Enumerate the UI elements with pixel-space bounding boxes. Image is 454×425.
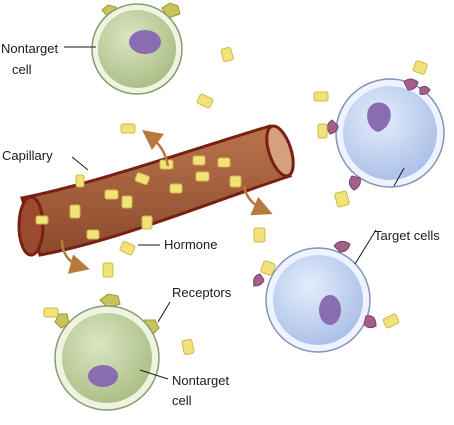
label-target-cells: Target cells bbox=[374, 228, 440, 243]
cell-cytoplasm bbox=[343, 86, 437, 180]
hormone-icon bbox=[120, 123, 136, 134]
hormone-icon bbox=[334, 190, 350, 208]
hormone-icon bbox=[102, 262, 114, 278]
hormone-icon bbox=[104, 189, 119, 200]
label-nontarget-bottom-cell: cell bbox=[172, 393, 192, 408]
label-capillary: Capillary bbox=[2, 148, 53, 163]
receptor-icon bbox=[253, 273, 265, 287]
leader-lines bbox=[64, 46, 405, 380]
hormone-icon bbox=[181, 338, 195, 356]
hormone-icon bbox=[229, 175, 242, 188]
hormone-icon bbox=[43, 307, 59, 318]
arrow-right-icon bbox=[242, 185, 273, 216]
hormones-in-capillary bbox=[35, 155, 242, 240]
hormone-icon bbox=[260, 260, 276, 276]
nontarget-cell-bottom bbox=[54, 293, 160, 411]
label-receptors: Receptors bbox=[172, 285, 232, 300]
hormone-icon bbox=[134, 172, 150, 186]
hormone-icon bbox=[253, 227, 266, 243]
target-receptors bbox=[253, 240, 377, 329]
nontarget-receptors bbox=[54, 293, 160, 335]
cell-nucleus bbox=[367, 102, 391, 132]
cell-nucleus bbox=[319, 295, 341, 325]
nontarget-cell-top bbox=[91, 2, 183, 95]
hormone-icon bbox=[35, 215, 49, 225]
hormone-icon bbox=[86, 229, 100, 240]
hormone-icon bbox=[382, 313, 400, 329]
capillary-lumen bbox=[265, 124, 295, 178]
hormone-icon bbox=[317, 123, 328, 139]
free-hormones bbox=[43, 46, 428, 356]
receptor-icon bbox=[403, 78, 419, 91]
leader-line bbox=[393, 167, 405, 187]
receptor-icon bbox=[363, 315, 377, 329]
hormone-icon bbox=[195, 171, 210, 182]
label-nontarget-bottom: Nontarget bbox=[172, 373, 229, 388]
hormone-icon bbox=[75, 174, 85, 188]
hormone-icon bbox=[313, 91, 329, 102]
leader-line bbox=[354, 229, 377, 265]
receptor-icon bbox=[419, 85, 431, 95]
label-hormone: Hormone bbox=[164, 237, 217, 252]
hormone-icon bbox=[141, 215, 153, 230]
cell-nucleus bbox=[129, 30, 161, 54]
receptor-icon bbox=[326, 119, 339, 135]
leader-line bbox=[157, 301, 171, 323]
label-nontarget-top-cell: cell bbox=[12, 62, 32, 77]
hormone-icon bbox=[119, 241, 136, 256]
hormone-icon bbox=[69, 204, 81, 219]
target-receptors bbox=[326, 78, 431, 191]
hormone-icon bbox=[196, 93, 214, 109]
leader-line bbox=[139, 369, 169, 380]
target-cell-lower bbox=[253, 240, 377, 353]
leader-line bbox=[71, 156, 89, 171]
cell-cytoplasm bbox=[62, 313, 152, 403]
cell-nucleus bbox=[88, 365, 118, 387]
capillary-end-left bbox=[17, 195, 45, 257]
label-nontarget-top: Nontarget bbox=[1, 41, 58, 56]
diffusion-arrows bbox=[60, 129, 273, 274]
receptor-icon bbox=[333, 240, 351, 253]
arrow-up-icon bbox=[142, 129, 170, 167]
cell-cytoplasm bbox=[273, 255, 363, 345]
hormone-icon bbox=[412, 60, 428, 75]
receptor-icon bbox=[348, 175, 361, 191]
labels: Nontarget cell Capillary Hormone Target … bbox=[1, 41, 440, 408]
hormone-icon bbox=[121, 195, 133, 209]
target-cell-upper bbox=[326, 78, 445, 191]
hormone-icon bbox=[169, 183, 183, 194]
hormone-icon bbox=[220, 46, 234, 63]
hormone-icon bbox=[192, 155, 206, 166]
hormone-icon bbox=[217, 157, 231, 168]
arrow-down-icon bbox=[60, 239, 90, 274]
